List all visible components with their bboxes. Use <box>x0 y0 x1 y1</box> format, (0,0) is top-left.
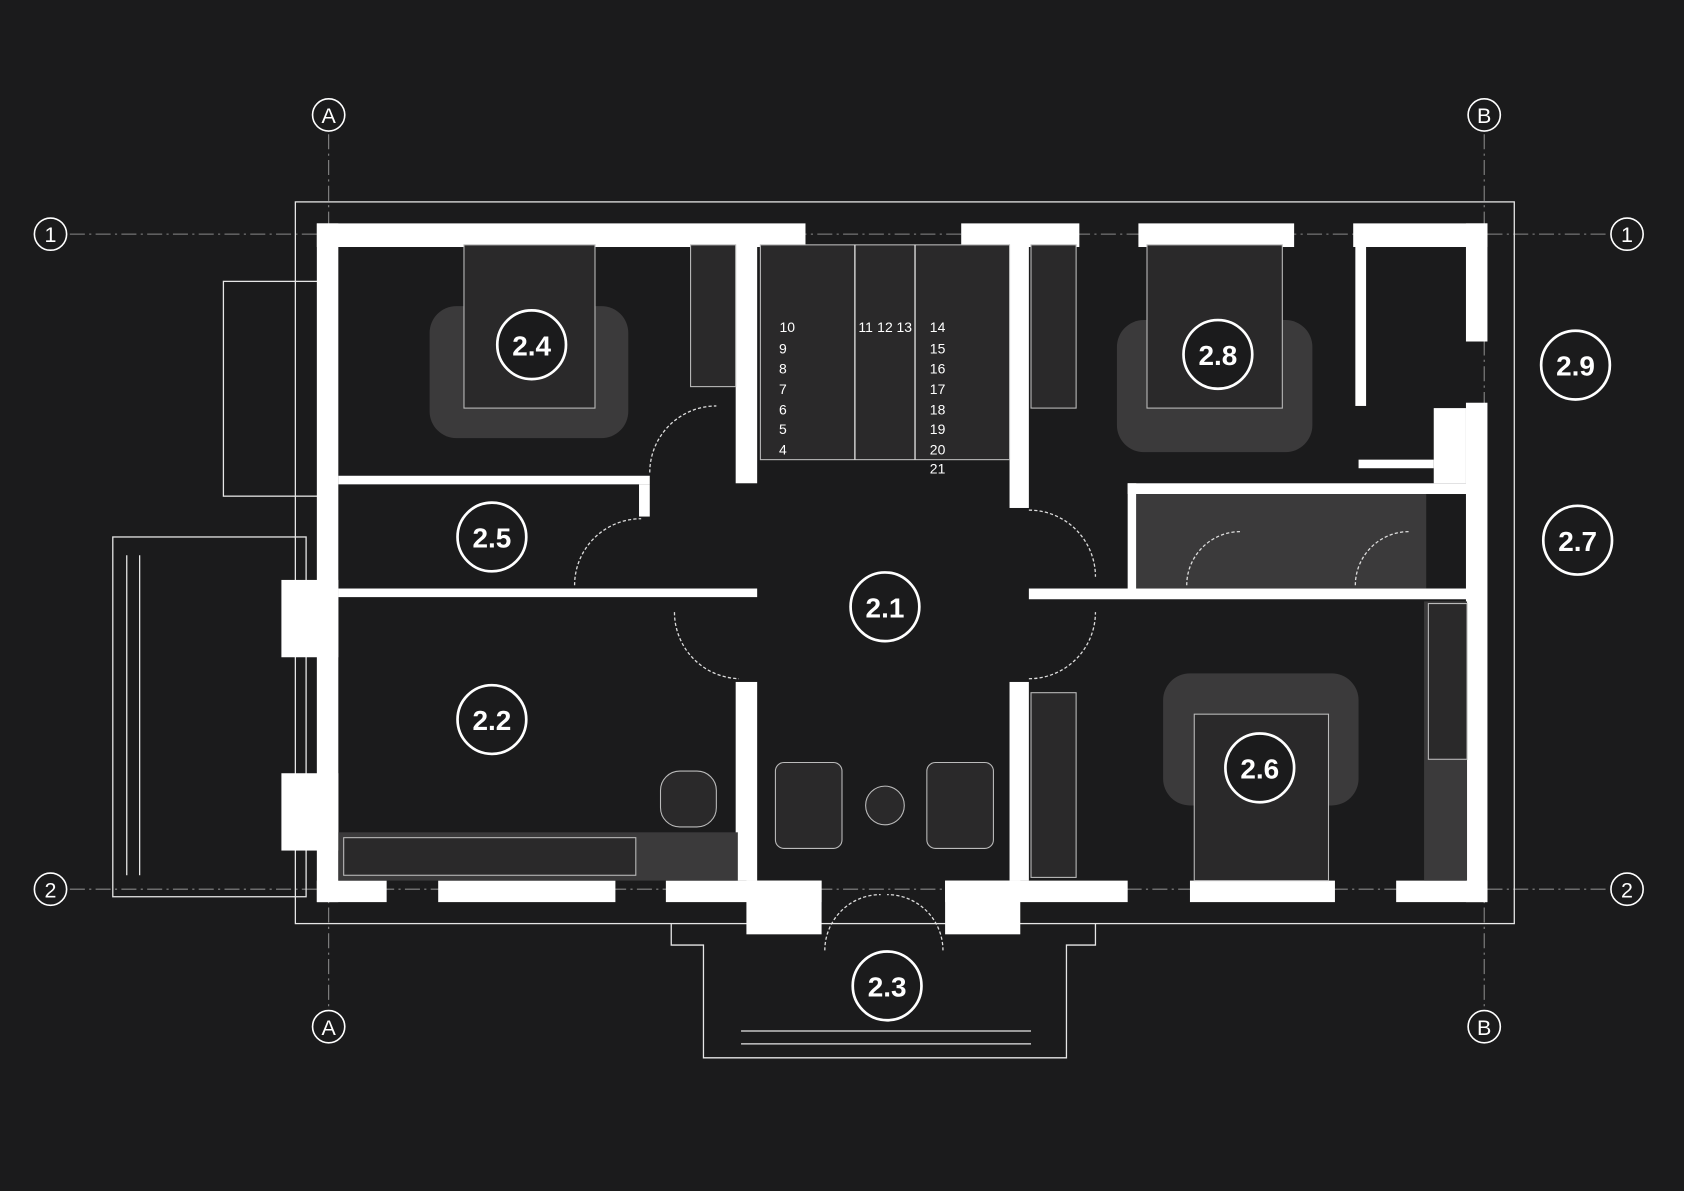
room-label-2-7: 2.7 <box>1558 526 1597 557</box>
stair-step: 10 <box>779 319 795 335</box>
room-labels: 2.1 2.2 2.3 2.4 2.5 2.6 2.7 2.8 2.9 <box>456 309 1614 1022</box>
stair-step: 5 <box>779 421 787 437</box>
grid-marker-2-left: 2 <box>45 878 57 902</box>
stair-step: 15 <box>930 340 946 356</box>
grid-marker-1-left: 1 <box>45 223 57 247</box>
grid-marker-a-bottom: A <box>321 1016 336 1040</box>
grid-marker-2-right: 2 <box>1621 878 1633 902</box>
grid-markers: A B A B 1 1 2 2 <box>33 97 1644 1044</box>
walls <box>281 223 1488 935</box>
doors <box>573 405 1410 951</box>
grid-marker-b-bottom: B <box>1477 1016 1491 1040</box>
grid-marker-a-top: A <box>321 104 336 128</box>
room-label-2-8: 2.8 <box>1198 340 1237 371</box>
stair-step: 11 <box>858 319 873 335</box>
grid-marker-b-top: B <box>1477 104 1491 128</box>
stair-step: 6 <box>779 402 787 418</box>
stair-step: 18 <box>930 402 946 418</box>
room-label-2-9: 2.9 <box>1556 351 1595 382</box>
stair-step: 19 <box>930 421 946 437</box>
grid-marker-1-right: 1 <box>1621 223 1633 247</box>
stair-step: 21 <box>930 461 946 477</box>
room-label-2-1: 2.1 <box>866 592 905 623</box>
room-label-2-2: 2.2 <box>472 705 511 736</box>
stair-step: 8 <box>779 361 787 377</box>
stair-step: 20 <box>930 441 946 457</box>
stair-step: 9 <box>779 340 787 356</box>
stair-step: 4 <box>779 441 787 457</box>
room-label-2-3: 2.3 <box>868 971 907 1002</box>
stair-step: 17 <box>930 381 946 397</box>
stair-step: 13 <box>897 319 913 335</box>
stair-step: 14 <box>930 319 946 335</box>
stair-step: 12 <box>877 319 893 335</box>
room-label-2-4: 2.4 <box>512 330 551 361</box>
stair-numbers: 10 9 8 7 6 5 4 11 12 13 14 15 16 17 18 1… <box>779 319 946 477</box>
stair-step: 16 <box>930 361 946 377</box>
room-label-2-5: 2.5 <box>472 523 511 554</box>
room-label-2-6: 2.6 <box>1240 753 1279 784</box>
stair-step: 7 <box>779 381 787 397</box>
